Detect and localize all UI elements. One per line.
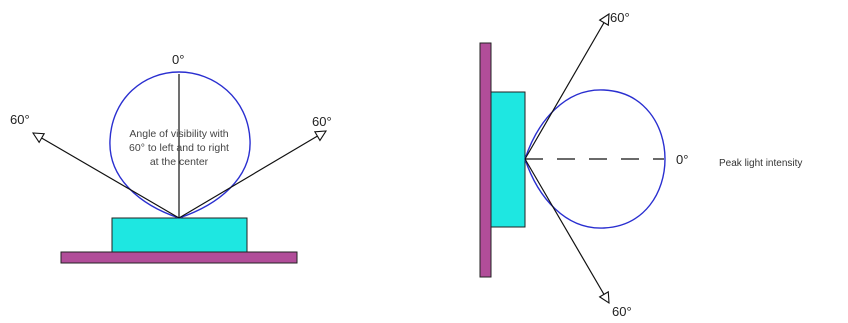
side-led-chip	[490, 91, 526, 228]
base-plate	[60, 251, 298, 264]
right-angle-label: 60°	[312, 114, 332, 129]
left-angle-label: 60°	[10, 112, 30, 127]
top-angle-label: 0°	[172, 52, 184, 67]
upper-angle-label: 60°	[610, 10, 630, 25]
visibility-note-line-2: 60° to left and to right	[129, 142, 229, 154]
side-radiation-lobe	[524, 89, 666, 229]
peak-intensity-label: Peak light intensity	[719, 158, 802, 169]
lower-60-arrow	[524, 158, 609, 303]
visibility-note-line-1: Angle of visibility with	[129, 128, 228, 140]
upper-60-arrow	[524, 14, 609, 160]
axis-angle-label: 0°	[676, 152, 688, 167]
left-60-arrow	[33, 133, 180, 219]
led-chip	[111, 217, 248, 253]
side-plate	[479, 42, 492, 278]
visibility-note-line-3: at the center	[150, 156, 209, 168]
radiation-lobe	[109, 71, 251, 219]
front-view: 0° 60° 60° Angle of visibility with 60° …	[10, 52, 332, 264]
lower-angle-label: 60°	[612, 304, 632, 319]
side-view: 60° 60° 0° Peak light intensity	[479, 10, 802, 319]
right-60-arrow	[178, 131, 326, 219]
